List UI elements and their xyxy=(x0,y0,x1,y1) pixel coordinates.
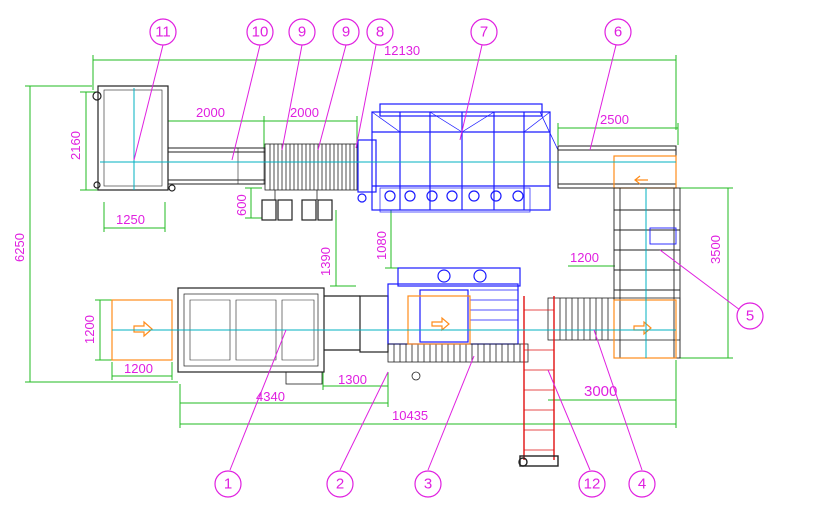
dim-offset-1300: 1300 xyxy=(338,372,367,387)
balloon-1-circle xyxy=(214,470,242,498)
dim-infeed-length: 1200 xyxy=(124,361,153,376)
balloons xyxy=(149,18,764,498)
machine-7 xyxy=(357,103,559,213)
top-feeder xyxy=(92,85,176,192)
leader-lines xyxy=(133,44,741,471)
balloon-10-label: 10 xyxy=(252,24,269,41)
dim-infeed-width: 1200 xyxy=(82,315,97,344)
dim-side-3500: 3500 xyxy=(708,235,723,264)
dim-feeder-length: 1250 xyxy=(116,212,145,227)
dim-right-conveyor: 2500 xyxy=(600,112,629,127)
balloon-1-label: 1 xyxy=(224,476,232,493)
dim-side-1200: 1200 xyxy=(570,250,599,265)
machine-3-base xyxy=(387,343,529,381)
balloon-9b-circle xyxy=(332,18,360,46)
balloon-7-circle xyxy=(470,18,498,46)
dim-vertical-1080: 1080 xyxy=(374,231,389,260)
dim-feeder-width: 2160 xyxy=(68,131,83,160)
dim-total-width: 6250 xyxy=(12,233,27,262)
product-outfeed xyxy=(613,299,677,359)
balloon-5-circle xyxy=(736,302,764,330)
balloon-12-circle xyxy=(578,470,606,498)
balloon-10-circle xyxy=(246,18,274,46)
roller-conveyors xyxy=(261,143,358,221)
product-top-right xyxy=(613,155,677,189)
balloon-2-circle xyxy=(326,470,354,498)
center-lines xyxy=(100,88,676,358)
right-conveyor xyxy=(557,145,677,189)
dim-gap-b: 2000 xyxy=(290,105,319,120)
dim-out-3000: 3000 xyxy=(584,383,617,400)
balloon-9a-label: 9 xyxy=(298,24,306,41)
balloon-4-label: 4 xyxy=(638,476,646,493)
balloon-6-label: 6 xyxy=(614,24,622,41)
balloon-11-circle xyxy=(149,18,177,46)
dim-vertical-1390: 1390 xyxy=(318,247,333,276)
balloon-8-circle xyxy=(366,18,394,46)
dimension-lines xyxy=(25,55,733,428)
dim-machine-4340: 4340 xyxy=(256,389,285,404)
balloon-2-label: 2 xyxy=(336,476,344,493)
side-transfer xyxy=(613,187,681,359)
dim-gap-a: 2000 xyxy=(196,105,225,120)
balloon-12-label: 12 xyxy=(584,476,601,493)
balloon-9a-circle xyxy=(288,18,316,46)
balloon-8-label: 8 xyxy=(376,24,384,41)
machine-1 xyxy=(177,287,389,385)
dim-bottom-length: 10435 xyxy=(392,408,428,423)
balloon-9b-label: 9 xyxy=(342,24,350,41)
dim-height-600: 600 xyxy=(234,194,249,216)
balloon-3-circle xyxy=(414,470,442,498)
incline-conveyor xyxy=(518,296,559,467)
balloon-3-label: 3 xyxy=(424,476,432,493)
product-machine-3 xyxy=(407,295,471,345)
dim-overall-length: 12130 xyxy=(384,43,420,58)
balloon-7-label: 7 xyxy=(480,24,488,41)
balloon-5-label: 5 xyxy=(746,308,754,325)
balloon-11-label: 11 xyxy=(155,24,171,41)
top-conveyor xyxy=(167,147,266,185)
balloon-6-circle xyxy=(604,18,632,46)
balloon-4-circle xyxy=(628,470,656,498)
